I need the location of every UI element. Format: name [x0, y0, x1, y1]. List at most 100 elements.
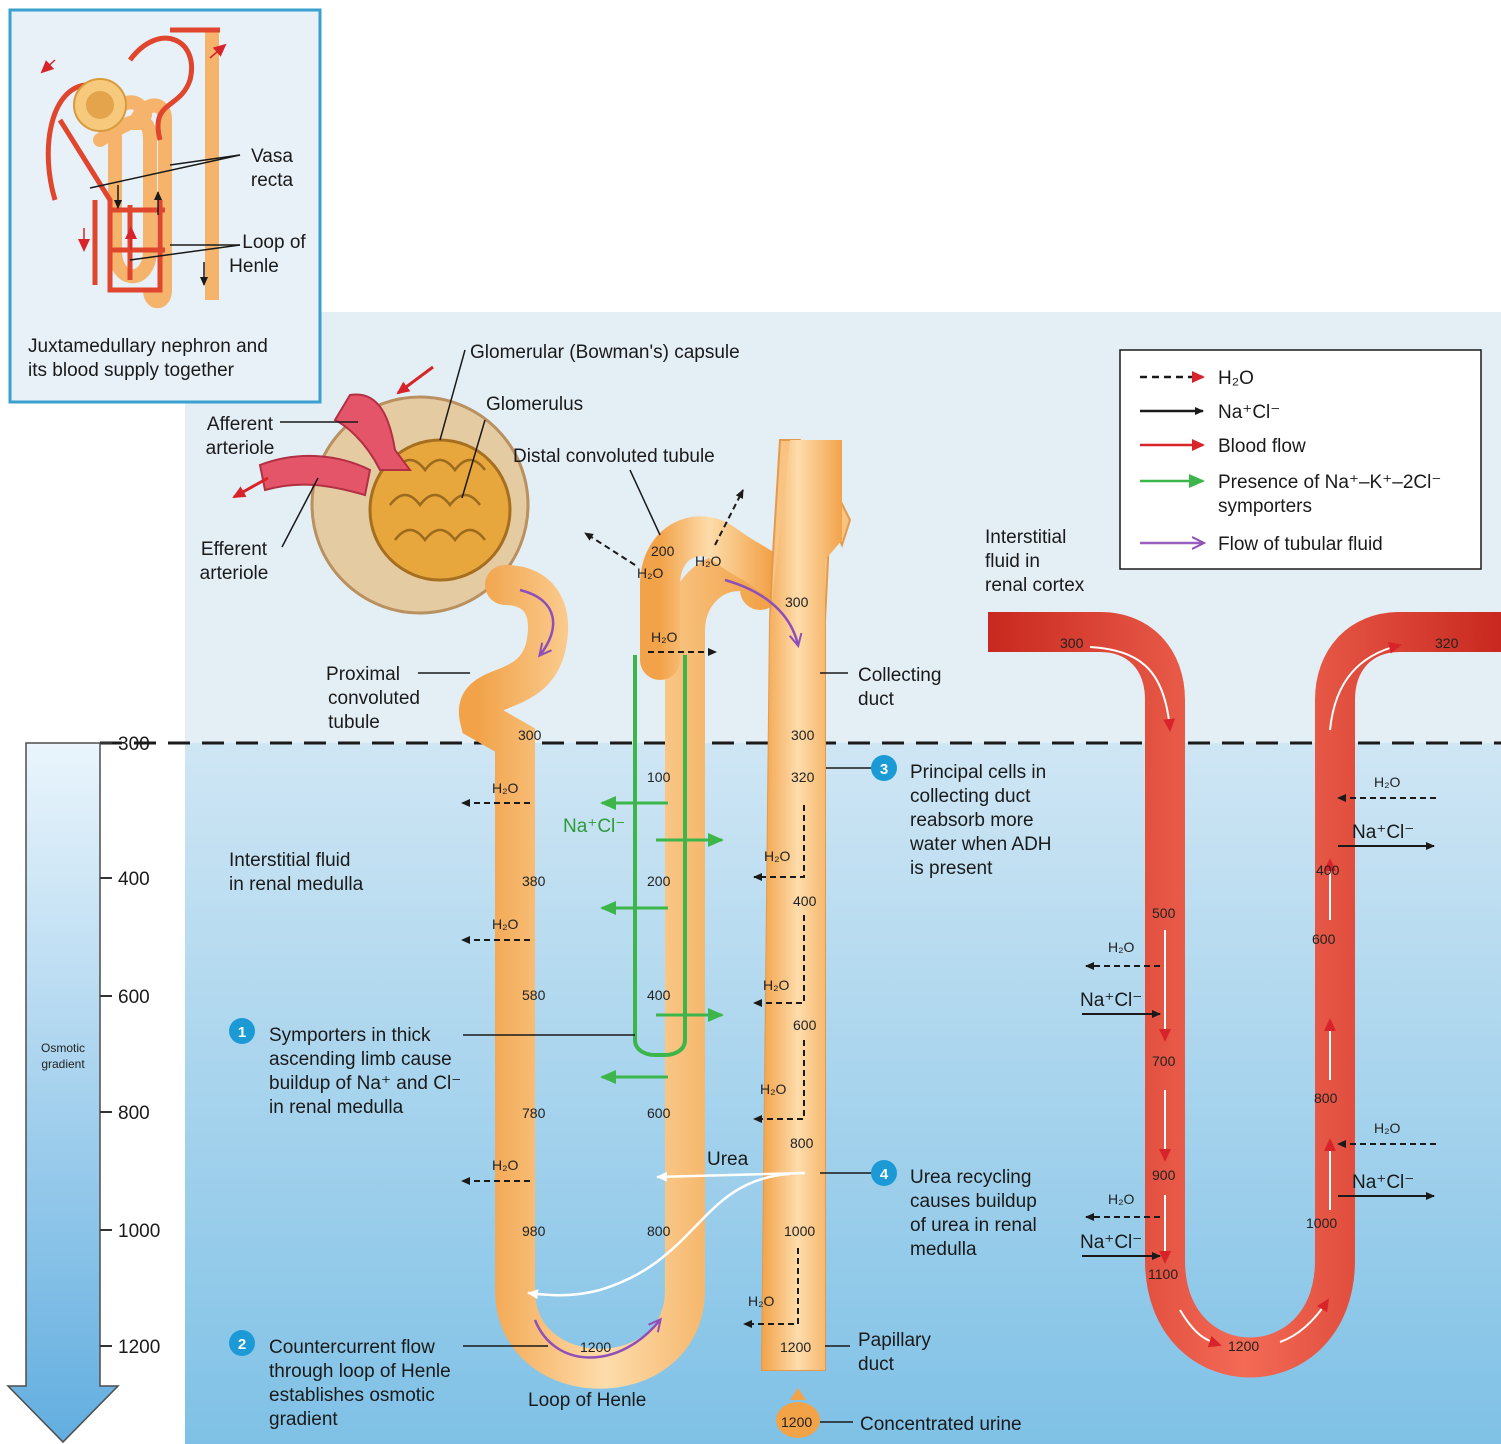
step-3-line: is present: [910, 858, 993, 879]
step-1-line: Symporters in thick: [269, 1025, 431, 1046]
h2o-label: H₂O: [763, 977, 790, 993]
step-3-line: collecting duct: [910, 786, 1031, 807]
step-3-number: 3: [880, 761, 888, 778]
inset-vasa-recta-1: Vasa: [251, 146, 293, 167]
nacl-label: Na⁺Cl⁻: [1080, 1232, 1142, 1253]
inset-vasa-recta-2: recta: [251, 170, 294, 191]
value-urine: 1200: [781, 1414, 812, 1430]
h2o-label: H₂O: [492, 916, 519, 932]
urea-label: Urea: [707, 1149, 749, 1170]
value-cd-top: 300: [785, 594, 809, 610]
loop-of-henle-label: Loop of Henle: [528, 1390, 646, 1411]
pct-label-1: Proximal: [326, 664, 400, 685]
step-2-line: Countercurrent flow: [269, 1337, 435, 1358]
osmotic-gradient-label-2: gradient: [41, 1057, 85, 1071]
efferent-label-1: Efferent: [201, 539, 268, 560]
value-cd: 300: [791, 727, 815, 743]
nacl-green-label: Na⁺Cl⁻: [563, 816, 625, 837]
scale-tick-600: 600: [118, 987, 150, 1008]
value-vr-in: 300: [1060, 635, 1084, 651]
value-vr-asc: 1000: [1306, 1215, 1337, 1231]
nacl-label: Na⁺Cl⁻: [1352, 1172, 1414, 1193]
value-vr-asc: 600: [1312, 931, 1336, 947]
h2o-label: H₂O: [1374, 774, 1401, 790]
inset-loop-2: Henle: [229, 256, 279, 277]
value-cd: 800: [790, 1135, 814, 1151]
value-cd: 1200: [780, 1339, 811, 1355]
pct-label-3: tubule: [328, 712, 380, 733]
value-vr-desc: 700: [1152, 1053, 1176, 1069]
value-vr-desc: 900: [1152, 1167, 1176, 1183]
value-cd: 400: [793, 893, 817, 909]
step-3-line: Principal cells in: [910, 762, 1046, 783]
pct-label-2: convoluted: [328, 688, 420, 709]
legend-nacl-label: Na⁺Cl⁻: [1218, 402, 1280, 423]
step-4-number: 4: [880, 1166, 889, 1183]
value-vr-desc: 500: [1152, 905, 1176, 921]
scale-ticks: [100, 743, 112, 1346]
step-2-number: 2: [238, 1336, 246, 1353]
step-1-line: buildup of Na⁺ and Cl⁻: [269, 1073, 461, 1094]
legend-symporter-label-2: symporters: [1218, 496, 1312, 517]
value-cd: 600: [793, 1017, 817, 1033]
value-vr-desc: 1100: [1148, 1266, 1178, 1282]
nacl-label: Na⁺Cl⁻: [1080, 990, 1142, 1011]
papillary-duct-label-2: duct: [858, 1354, 895, 1375]
interstitial-cortex-label-2: fluid in: [985, 551, 1040, 572]
papillary-duct-label-1: Papillary: [858, 1330, 931, 1351]
step-2-line: establishes osmotic: [269, 1385, 435, 1406]
scale-tick-1000: 1000: [118, 1221, 160, 1242]
interstitial-cortex-label-1: Interstitial: [985, 527, 1066, 548]
h2o-label: H₂O: [1108, 1191, 1135, 1207]
efferent-label-2: arteriole: [200, 563, 269, 584]
step-1-line: in renal medulla: [269, 1097, 404, 1118]
legend-symporter-label: Presence of Na⁺–K⁺–2Cl⁻: [1218, 472, 1441, 493]
h2o-label: H₂O: [492, 780, 519, 796]
value-ascending: 100: [647, 769, 671, 785]
legend-blood-label: Blood flow: [1218, 436, 1306, 457]
h2o-label: H₂O: [748, 1293, 775, 1309]
step-4-line: of urea in renal: [910, 1215, 1037, 1236]
value-descending: 780: [522, 1105, 546, 1121]
concentrated-urine-label: Concentrated urine: [860, 1414, 1022, 1435]
step-1-number: 1: [238, 1024, 246, 1041]
value-cd: 1000: [784, 1223, 815, 1239]
h2o-label: H₂O: [651, 629, 678, 645]
h2o-label: H₂O: [764, 848, 791, 864]
legend-h2o-label: H₂O: [1218, 368, 1254, 389]
afferent-label-2: arteriole: [206, 438, 275, 459]
step-3-line: water when ADH: [909, 834, 1052, 855]
value-dct: 200: [651, 543, 675, 559]
scale-tick-400: 400: [118, 869, 150, 890]
scale-tick-800: 800: [118, 1103, 150, 1124]
dct-label: Distal convoluted tubule: [513, 446, 715, 467]
h2o-label: H₂O: [637, 565, 664, 581]
value-vr-asc: 400: [1316, 862, 1340, 878]
step-2-line: through loop of Henle: [269, 1361, 451, 1382]
value-ascending: 200: [647, 873, 671, 889]
step-4-line: medulla: [910, 1239, 977, 1260]
value-cd: 320: [791, 769, 815, 785]
glomerulus-label: Glomerulus: [486, 394, 583, 415]
h2o-label: H₂O: [492, 1157, 519, 1173]
value-loop-bottom: 1200: [580, 1339, 611, 1355]
step-4-line: Urea recycling: [910, 1167, 1031, 1188]
value-vr-out: 320: [1435, 635, 1459, 651]
afferent-label-1: Afferent: [207, 414, 274, 435]
scale-tick-300: 300: [118, 734, 150, 755]
value-ascending: 800: [647, 1223, 671, 1239]
inset-caption-2: its blood supply together: [28, 360, 235, 381]
inset-caption-1: Juxtamedullary nephron and: [28, 336, 268, 357]
value-pct: 300: [518, 727, 542, 743]
osmotic-gradient-arrow: [8, 743, 118, 1442]
value-vr-bottom: 1200: [1228, 1338, 1259, 1354]
step-2-line: gradient: [269, 1409, 338, 1430]
collecting-duct-label-2: duct: [858, 689, 895, 710]
value-ascending: 400: [647, 987, 671, 1003]
h2o-label: H₂O: [1374, 1120, 1401, 1136]
inset-loop-1: Loop of: [242, 232, 306, 253]
value-vr-asc: 800: [1314, 1090, 1338, 1106]
value-ascending: 600: [647, 1105, 671, 1121]
